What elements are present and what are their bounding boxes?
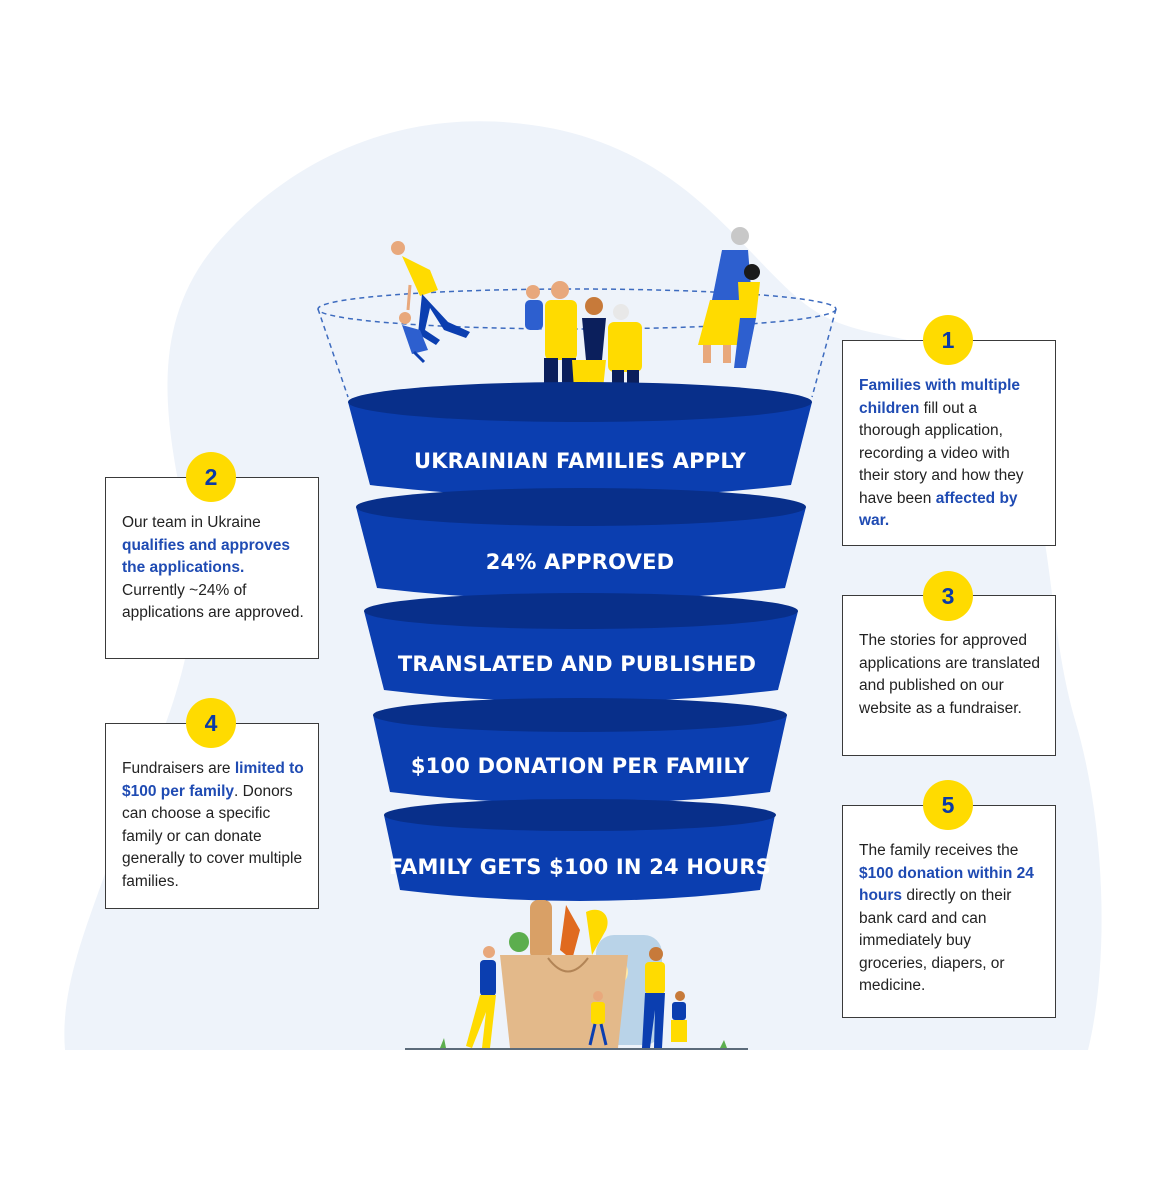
grandmother-with-child-illustration [698,227,760,368]
funnel [348,382,812,901]
funnel-tier-1-label: UKRAINIAN FAMILIES APPLY [413,449,747,473]
funnel-rim-left-edge [317,308,349,398]
body-text: Our team in Ukraine [122,514,261,531]
step-1-box: Families with multiple children fill out… [842,340,1056,546]
body-text: Currently ~24% of applications are appro… [122,581,304,622]
funnel-tier-5 [384,799,776,901]
funnel-tier-5-body [384,815,775,901]
highlighted-text: limited to $100 per family [122,760,304,800]
body-text: The family receives the [859,842,1019,859]
funnel-tier-1 [348,382,812,498]
grocery-bag-illustration [405,900,748,1050]
step-4-text: Fundraisers are limited to $100 per fami… [122,758,304,893]
body-text: The stories for approved applications ar… [859,632,1040,717]
body-text: . Donors can choose a specific family or… [122,782,303,890]
highlighted-text: qualifies and approves the applications. [122,536,290,577]
step-3-badge: 3 [923,571,973,621]
step-2-box: Our team in Ukraine qualifies and approv… [105,477,319,659]
funnel-tier-4 [373,698,787,804]
funnel-tier-3-top [364,593,798,629]
funnel-tier-5-label: FAMILY GETS $100 IN 24 HOURS [388,855,772,879]
highlighted-text: Families with multiple children [859,377,1021,417]
funnel-tier-3-label: TRANSLATED AND PUBLISHED [397,652,757,676]
step-3-text: The stories for approved applications ar… [859,630,1041,720]
funnel-tier-4-body [373,715,787,804]
funnel-tier-2 [356,488,806,600]
funnel-tier-4-top [373,698,787,732]
step-5-badge: 5 [923,780,973,830]
body-text: fill out a thorough application, recordi… [859,399,1024,507]
step-5-box: The family receives the $100 donation wi… [842,805,1056,1018]
funnel-tier-3-body [364,611,798,702]
funnel-tier-4-label: $100 DONATION PER FAMILY [410,754,750,778]
step-1-badge: 1 [923,315,973,365]
step-1-text: Families with multiple children fill out… [859,375,1041,533]
step-5-text: The family receives the $100 donation wi… [859,840,1041,998]
funnel-tier-2-top [356,488,806,526]
funnel-tier-1-top [348,382,812,422]
funnel-tier-3 [364,593,798,702]
step-4-badge: 4 [186,698,236,748]
funnel-tier-2-body [356,507,806,600]
funnel-tier-1-body [348,402,812,498]
step-2-text: Our team in Ukraine qualifies and approv… [122,512,304,625]
woman-with-child-illustration [391,241,470,364]
body-text: Fundraisers are [122,760,235,777]
funnel-tier-5-top [384,799,776,831]
step-3-box: The stories for approved applications ar… [842,595,1056,756]
step-4-box: Fundraisers are limited to $100 per fami… [105,723,319,909]
highlighted-text: $100 donation within 24 hours [859,864,1034,905]
body-text: directly on their bank card and can imme… [859,887,1012,994]
funnel-rim-right-edge [811,308,837,398]
funnel-tier-2-label: 24% APPROVED [485,550,675,574]
step-2-badge: 2 [186,452,236,502]
highlighted-text: affected by war. [859,489,1018,530]
